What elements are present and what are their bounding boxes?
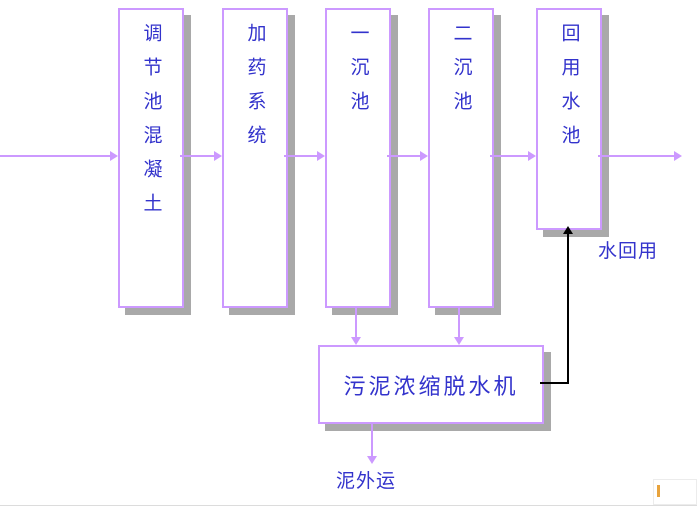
arrow-regulating-to-dosing-line [180,155,214,157]
arrow-dosing-to-primary-head [317,151,325,161]
arrow-regulating-to-dosing-head [214,151,222,161]
sludge-out-label: 泥外运 [336,471,397,492]
process-box-dosing-system-label: 加药系统 [244,23,266,159]
sludge-to-reuse-arrow-hline [540,382,569,384]
arrow-dosing-to-primary-line [284,155,317,157]
sludge-out-arrow-head [367,456,377,464]
sludge-to-reuse-arrow-head [563,226,573,234]
primary-to-sludge-arrow-head [351,337,361,345]
sludge-to-reuse-arrow-vline [567,234,569,384]
process-box-reuse-water-tank-label: 回用水池 [558,23,580,159]
process-box-secondary-settling-tank-label: 二沉池 [450,23,472,125]
process-box-reuse-water-tank: 回用水池 [536,8,602,230]
arrow-primary-to-secondary-head [420,151,428,161]
arrow-secondary-to-reuse-head [528,151,536,161]
corner-artifact-mark [657,485,660,497]
inflow-arrow-line [0,155,110,157]
secondary-to-sludge-arrow-line [458,306,460,337]
water-reuse-label: 水回用 [598,241,659,262]
sludge-out-arrow-line [371,422,373,456]
process-box-regulating-tank-label: 调节池混凝土 [140,23,162,227]
process-box-primary-settling-tank: 一沉池 [325,8,391,308]
sludge-dewatering-machine-label: 污泥浓缩脱水机 [343,373,519,399]
corner-artifact-box [653,479,697,505]
outflow-arrow-head [674,151,682,161]
secondary-to-sludge-arrow-head [454,337,464,345]
process-box-regulating-tank: 调节池混凝土 [118,8,184,308]
inflow-arrow-head [110,151,118,161]
sludge-dewatering-machine-box: 污泥浓缩脱水机 [318,345,544,424]
process-box-secondary-settling-tank: 二沉池 [428,8,494,308]
arrow-secondary-to-reuse-line [490,155,528,157]
process-box-dosing-system: 加药系统 [222,8,288,308]
outflow-arrow-line [598,155,674,157]
arrow-primary-to-secondary-line [387,155,420,157]
process-box-primary-settling-tank-label: 一沉池 [347,23,369,125]
primary-to-sludge-arrow-line [355,306,357,337]
